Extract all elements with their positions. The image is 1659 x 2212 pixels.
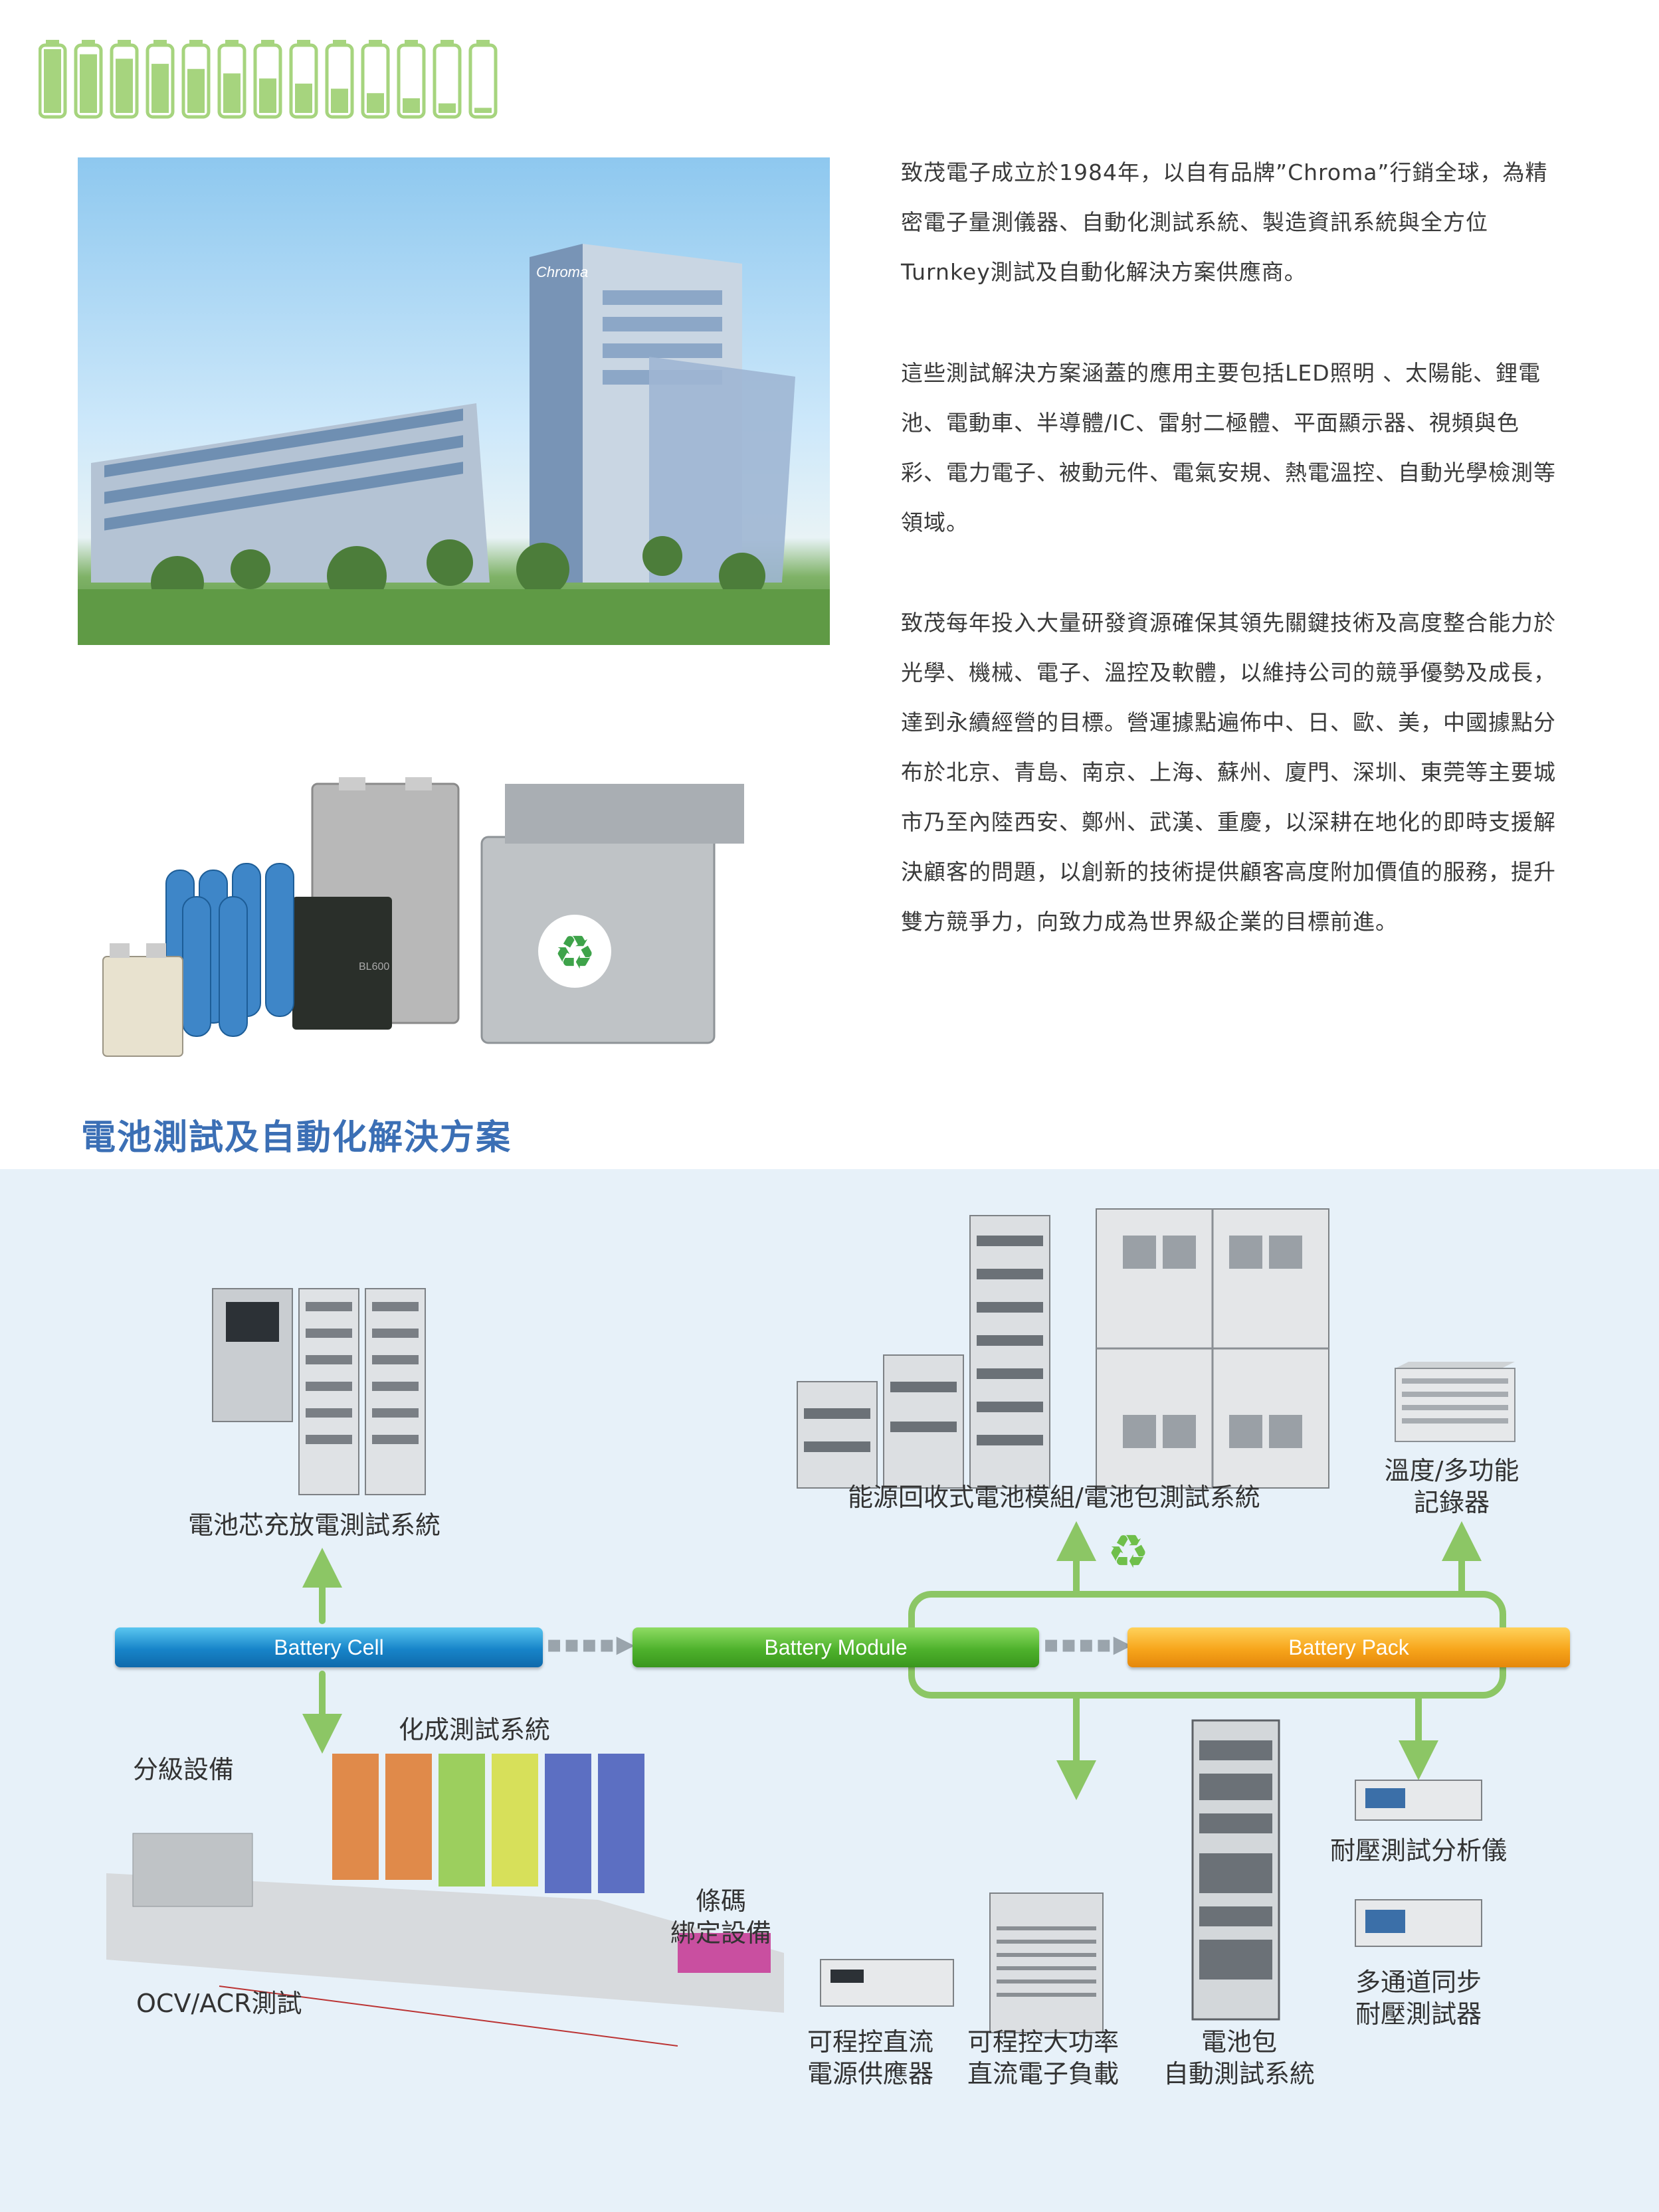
section-title: 電池測試及自動化解決方案 bbox=[81, 1118, 512, 1158]
battery-icon bbox=[468, 40, 498, 119]
battery-icon bbox=[74, 40, 103, 119]
label-dc-load: 可程控大功率 直流電子負載 bbox=[967, 2027, 1119, 2088]
battery-icon bbox=[253, 40, 282, 119]
battery-level-strip bbox=[39, 39, 504, 120]
label-regenerative-module-pack: 能源回收式電池模組/電池包測試系統 bbox=[848, 1483, 1260, 1512]
formation-line-image bbox=[106, 1754, 784, 2047]
regenerative-test-system-image bbox=[797, 1208, 1329, 1489]
label-temp-recorder: 溫度/多功能 記錄器 bbox=[1384, 1456, 1519, 1517]
battery-icon bbox=[181, 40, 211, 119]
intro-paragraph-3: 致茂每年投入大量研發資源確保其領先關鍵技術及高度整合能力於光學、機械、電子、溫控… bbox=[901, 610, 1556, 935]
equipment-illustrations bbox=[106, 1208, 1515, 2047]
intro-paragraph-2: 這些測試解決方案涵蓋的應用主要包括LED照明 、太陽能、鋰電池、電動車、半導體/… bbox=[901, 360, 1556, 535]
label-cell-charge-discharge: 電池芯充放電測試系統 bbox=[188, 1511, 441, 1540]
headquarters-building-photo: Chroma bbox=[78, 157, 830, 645]
label-ocv-acr: OCV/ACR測試 bbox=[136, 1989, 302, 2018]
label-grading: 分級設備 bbox=[133, 1755, 235, 1784]
pack-ate-system-image bbox=[1191, 1719, 1280, 2021]
battery-icon bbox=[397, 40, 426, 119]
battery-icon bbox=[325, 40, 354, 119]
battery-icon bbox=[433, 40, 462, 119]
label-formation: 化成測試系統 bbox=[399, 1715, 551, 1744]
cell-test-racks-image bbox=[212, 1288, 426, 1495]
label-barcode: 條碼 綁定設備 bbox=[670, 1887, 771, 1948]
label-hipot-analyzer: 耐壓測試分析儀 bbox=[1329, 1836, 1507, 1865]
battery-module-bar: Battery Module bbox=[633, 1627, 1039, 1667]
svg-text:♻: ♻ bbox=[554, 925, 596, 980]
battery-icon bbox=[217, 40, 246, 119]
recycle-icon: ♻ bbox=[1108, 1524, 1149, 1579]
battery-products-photo: BL600 ♻ bbox=[100, 771, 777, 1063]
dc-power-supply-image bbox=[820, 1959, 954, 2007]
battery-icon bbox=[146, 40, 175, 119]
intro-paragraph-1: 致茂電子成立於1984年，以自有品牌”Chroma”行銷全球，為精密電子量測儀器… bbox=[901, 159, 1548, 285]
arrow-module-to-pack: ▪▪▪▪▶ bbox=[1043, 1631, 1133, 1658]
battery-pack-bar: Battery Pack bbox=[1127, 1627, 1570, 1667]
battery-icon bbox=[289, 40, 318, 119]
multi-channel-hipot-image bbox=[1355, 1899, 1482, 1947]
battery-label: BL600 bbox=[359, 961, 389, 972]
battery-icon bbox=[110, 40, 139, 119]
dc-electronic-load-image bbox=[989, 1892, 1104, 2033]
temperature-recorder-image bbox=[1395, 1362, 1515, 1442]
arrow-cell-to-module: ▪▪▪▪▶ bbox=[546, 1631, 636, 1658]
building-sign: Chroma bbox=[536, 264, 588, 280]
label-pack-ate: 電池包 自動測試系統 bbox=[1163, 2027, 1315, 2088]
battery-cell-bar: Battery Cell bbox=[115, 1627, 543, 1667]
hipot-analyzer-image bbox=[1355, 1780, 1482, 1821]
battery-icon bbox=[39, 40, 67, 119]
battery-icon bbox=[361, 40, 390, 119]
label-dc-power: 可程控直流 電源供應器 bbox=[807, 2027, 933, 2088]
label-multi-hipot: 多通道同步 耐壓測試器 bbox=[1355, 1968, 1482, 2029]
